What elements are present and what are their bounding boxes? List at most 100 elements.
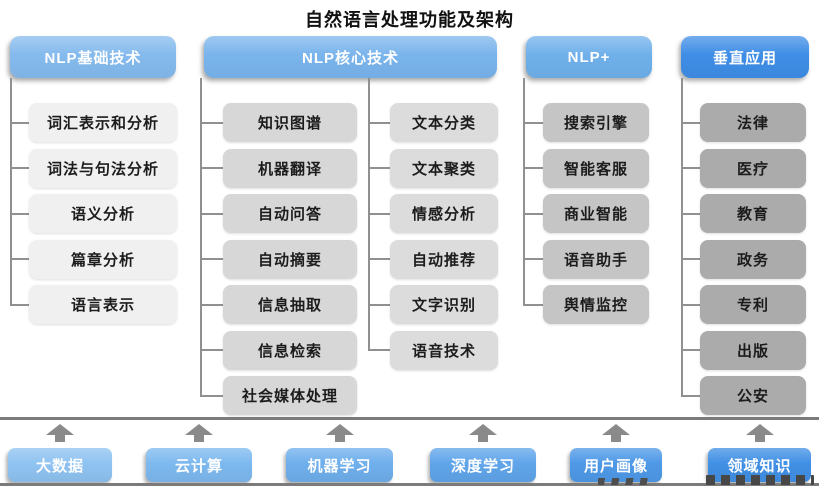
up-arrow-icon [325, 424, 354, 442]
connector-trunk [681, 78, 683, 396]
column-header: NLP核心技术 [204, 36, 497, 78]
node-box: 文本聚类 [390, 148, 498, 188]
connector-stub [523, 121, 543, 124]
node-box: 文本分类 [390, 103, 498, 142]
arrow-stem [334, 435, 345, 442]
foundation-box: 深度学习 [430, 448, 536, 482]
node-box: 词汇表示和分析 [29, 103, 177, 142]
node-box: 商业智能 [543, 194, 649, 233]
node-box: 专利 [700, 285, 806, 324]
connector-stub [523, 258, 543, 260]
foundation-divider-line [0, 417, 819, 420]
column-header-label: 垂直应用 [712, 49, 777, 67]
node-label: 自动摘要 [257, 251, 322, 269]
node-label: 自动推荐 [411, 251, 476, 269]
connector-stub [200, 167, 223, 169]
node-label: 商业智能 [563, 206, 628, 223]
connector-trunk [10, 78, 12, 305]
node-box: 教育 [700, 194, 806, 233]
node-box: 信息抽取 [223, 285, 357, 324]
up-arrow-icon [46, 424, 74, 442]
connector-stub [10, 303, 29, 306]
node-label: 词法与句法分析 [46, 160, 159, 178]
connector-stub [200, 349, 223, 351]
connector-stub [681, 212, 700, 215]
connector-stub [681, 303, 700, 306]
connector-stub [368, 303, 390, 306]
node-label: 出版 [736, 342, 769, 360]
arrow-stem [194, 435, 204, 442]
node-label: 舆情监控 [563, 297, 628, 314]
connector-stub [10, 212, 29, 215]
connector-stub [523, 212, 543, 215]
foundation-box: 机器学习 [286, 448, 393, 482]
arrow-head [602, 424, 630, 435]
up-arrow-icon [745, 424, 774, 442]
connector-stub [681, 167, 700, 169]
foundation-box: 大数据 [8, 448, 112, 482]
node-box: 机器翻译 [223, 148, 357, 188]
connector-stub [681, 349, 700, 351]
node-label: 医疗 [736, 160, 769, 178]
node-label: 专利 [736, 297, 769, 314]
node-box: 情感分析 [390, 194, 498, 233]
node-box: 舆情监控 [543, 285, 649, 324]
node-label: 语义分析 [70, 206, 135, 223]
connector-stub [681, 121, 700, 124]
connector-trunk [200, 78, 202, 396]
connector-stub [368, 212, 390, 215]
node-box: 语言表示 [29, 285, 177, 324]
node-label: 知识图谱 [257, 115, 322, 132]
node-box: 公安 [700, 376, 806, 415]
arrow-head [745, 424, 774, 435]
node-label: 情感分析 [411, 206, 476, 223]
arrow-stem [478, 435, 488, 442]
connector-trunk [523, 78, 525, 305]
node-box: 出版 [700, 330, 806, 370]
connector-stub [368, 167, 390, 169]
node-label: 语音技术 [411, 342, 476, 360]
node-box: 社会媒体处理 [223, 376, 357, 415]
node-label: 机器翻译 [257, 160, 322, 178]
node-label: 信息抽取 [257, 297, 322, 314]
connector-stub [368, 258, 390, 260]
node-box: 语音助手 [543, 239, 649, 279]
arrow-head [325, 424, 354, 435]
node-label: 自动问答 [257, 206, 322, 223]
column-header-label: NLP+ [567, 48, 611, 66]
arrow-stem [55, 435, 65, 442]
column-header: NLP基础技术 [10, 36, 176, 78]
node-label: 篇章分析 [70, 251, 135, 269]
node-label: 法律 [736, 115, 769, 132]
node-label: 智能客服 [563, 160, 628, 178]
column-header: NLP+ [526, 36, 652, 78]
column-header: 垂直应用 [681, 36, 809, 78]
connector-stub [10, 121, 29, 124]
watermark-fragment [598, 478, 650, 485]
node-label: 公安 [736, 388, 769, 405]
node-box: 篇章分析 [29, 239, 177, 279]
node-label: 文字识别 [411, 297, 476, 314]
foundation-label: 云计算 [174, 457, 223, 475]
arrow-stem [611, 435, 621, 442]
node-label: 文本聚类 [411, 160, 476, 178]
foundation-label: 大数据 [35, 457, 84, 475]
bottom-edge-line [0, 483, 819, 486]
watermark-fragment [706, 475, 814, 485]
connector-stub [200, 394, 223, 397]
page-title: 自然语言处理功能及架构 [305, 10, 514, 30]
node-label: 政务 [736, 251, 769, 269]
node-box: 语义分析 [29, 194, 177, 233]
up-arrow-icon [469, 424, 497, 442]
connector-stub [523, 167, 543, 169]
foundation-label: 深度学习 [450, 457, 515, 475]
column-header-label: NLP基础技术 [44, 49, 142, 67]
connector-stub [200, 258, 223, 260]
connector-stub [523, 303, 543, 306]
node-box: 词法与句法分析 [29, 148, 177, 188]
node-label: 语言表示 [70, 297, 135, 314]
node-box: 自动问答 [223, 194, 357, 233]
arrow-head [46, 424, 74, 435]
node-label: 教育 [736, 206, 769, 223]
